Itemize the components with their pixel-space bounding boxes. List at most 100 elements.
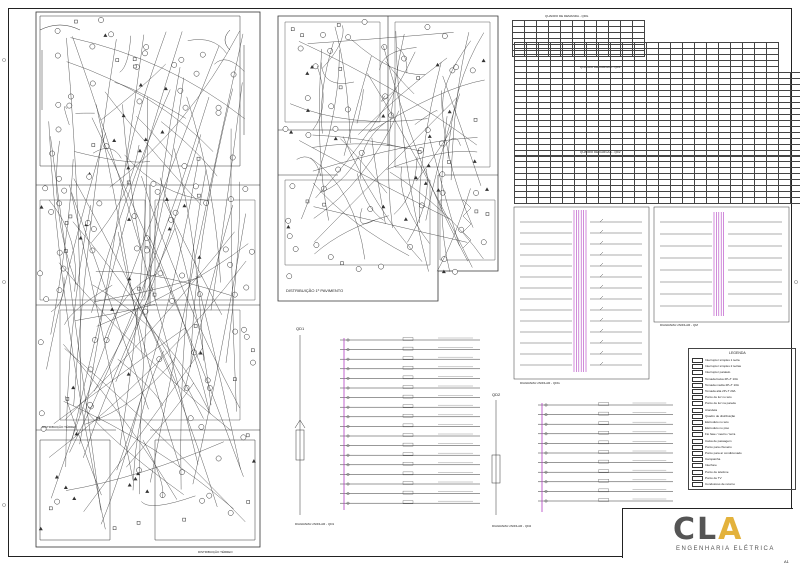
legend-symbol-icon: [692, 475, 703, 481]
conduit-line: [75, 304, 156, 321]
conduit-line: [418, 61, 442, 223]
light-point-icon: [89, 247, 96, 254]
qdg-circuits: [520, 210, 642, 372]
breaker-icon: [346, 376, 350, 380]
legend-symbol-icon: [692, 407, 703, 413]
outlet-icon: [305, 71, 310, 75]
conduit-line: [442, 75, 482, 186]
outlet-icon: [381, 114, 386, 118]
light-point-icon: [441, 256, 448, 262]
light-point-icon: [187, 415, 194, 422]
light-point-icon: [38, 410, 45, 417]
switch-icon: [197, 193, 201, 198]
outlet-icon: [38, 526, 43, 531]
legend-item-label: Ponto de TV: [705, 475, 722, 480]
table-cell: [526, 197, 539, 204]
light-point-icon: [198, 424, 205, 430]
light-point-icon: [89, 43, 96, 50]
light-point-icon: [358, 149, 365, 156]
logo-subtitle: ENGENHARIA ELÉTRICA: [676, 546, 775, 552]
table-cell: [790, 197, 800, 204]
conduit-line: [159, 177, 212, 406]
circuit-label-box: [402, 346, 414, 351]
light-point-icon: [40, 425, 47, 432]
legend-item-label: Quadro de distribuição: [705, 413, 736, 418]
conduit-line: [190, 88, 233, 367]
light-point-icon: [215, 109, 222, 116]
conduit-line: [141, 175, 240, 409]
legend-item-label: Eletroduto no teto: [705, 420, 729, 424]
light-point-icon: [168, 216, 175, 223]
plan-terreo-wiring: [46, 30, 249, 530]
circuit-label-box: [402, 414, 414, 418]
conduit-line: [64, 348, 246, 522]
light-point-icon: [199, 497, 205, 504]
breaker-icon: [346, 405, 350, 409]
qd2-circuits: [538, 402, 673, 512]
conduit-line: [400, 166, 430, 244]
conduit-line: [48, 260, 247, 458]
conduit-line: [441, 90, 474, 228]
legend-item-label: Eletroduto no piso: [705, 426, 730, 431]
switch-icon: [245, 433, 250, 438]
diagram-qdg-frame: [513, 206, 790, 380]
circuit-label-box: [402, 404, 414, 408]
legend-item-label: Ponto de telefone: [705, 469, 729, 474]
breaker-icon: [599, 240, 604, 245]
light-point-icon: [439, 171, 446, 178]
table-cell: [766, 197, 779, 204]
breaker-icon: [599, 262, 604, 267]
outlet-icon: [289, 130, 294, 134]
breaker-icon: [346, 338, 350, 342]
circuit-label-box: [598, 479, 609, 483]
light-point-icon: [292, 246, 299, 252]
breaker-icon: [599, 350, 604, 355]
conduit-line: [396, 47, 408, 74]
switch-icon: [132, 57, 137, 61]
conduit-line: [51, 45, 220, 499]
breaker-icon: [346, 434, 350, 438]
circuit-label-box: [402, 452, 414, 456]
outlet-icon: [160, 130, 165, 134]
light-point-icon: [98, 17, 104, 23]
legend-item-label: Interruptor simples 2 teclas: [705, 364, 742, 369]
conduit-line: [69, 97, 210, 453]
conduit-line: [117, 358, 164, 406]
table-cell: [514, 197, 527, 204]
light-point-icon: [192, 183, 199, 190]
circuit-label-box: [598, 431, 609, 435]
conduit-line: [65, 231, 235, 420]
conduit-line: [100, 63, 166, 121]
conduit-line: [122, 104, 142, 251]
light-point-icon: [378, 263, 384, 270]
switch-icon: [133, 64, 137, 69]
conduit-line: [310, 157, 366, 260]
conduit-line: [79, 34, 145, 445]
conduit-line: [425, 93, 460, 221]
light-point-icon: [56, 287, 63, 294]
outlet-icon: [145, 489, 150, 493]
switch-icon: [416, 76, 420, 80]
conduit-line: [312, 143, 420, 151]
legend-item-label: Ponto para ar condicionado: [705, 451, 742, 455]
conduit-line: [358, 57, 448, 135]
table-cell: [646, 197, 659, 204]
qm-circuits: [660, 212, 782, 316]
conduit-line: [367, 73, 473, 268]
legend-item-label: Ponto de luz no teto: [705, 395, 732, 400]
table-cell: [742, 197, 755, 204]
breaker-icon: [346, 482, 350, 486]
switch-icon: [152, 292, 157, 297]
light-point-icon: [250, 359, 256, 366]
breaker-icon: [544, 422, 548, 426]
conduit-line: [443, 138, 461, 148]
conduit-line: [416, 128, 452, 182]
light-point-icon: [305, 132, 312, 138]
circuit-label-box: [402, 481, 414, 485]
light-point-icon: [61, 187, 68, 194]
legend-item-label: Arandela: [705, 407, 718, 412]
conduit-line: [369, 79, 485, 133]
diagram-qd2: [491, 400, 501, 515]
